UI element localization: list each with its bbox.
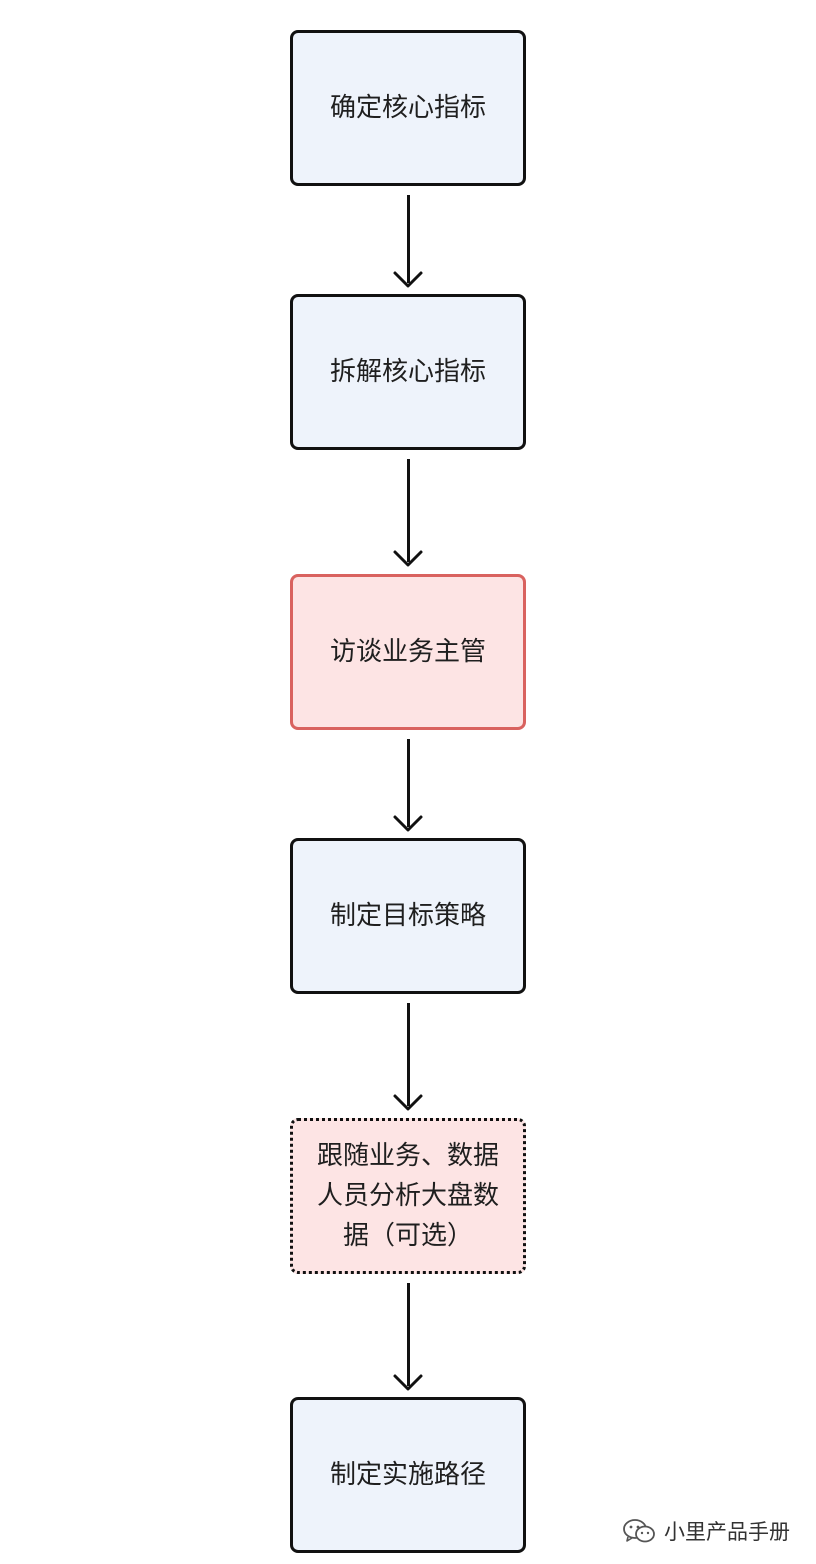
watermark-text: 小里产品手册 xyxy=(664,1520,790,1544)
node-label: 制定实施路径 xyxy=(329,1460,486,1490)
node-confirm-core-metric: 确定核心指标 xyxy=(290,30,526,186)
arrowhead-icon xyxy=(393,550,423,567)
arrowhead-icon xyxy=(393,1094,423,1111)
arrowhead-icon xyxy=(393,1374,423,1391)
node-set-target-strategy: 制定目标策略 xyxy=(290,838,526,994)
node-decompose-core-metric: 拆解核心指标 xyxy=(290,294,526,450)
node-label: 访谈业务主管 xyxy=(329,637,486,667)
arrowhead-icon xyxy=(393,271,423,288)
node-label: 跟随业务、数据人员分析大盘数据（可选） xyxy=(316,1141,499,1251)
node-label: 制定目标策略 xyxy=(329,901,486,931)
arrowhead-icon xyxy=(393,815,423,832)
node-label: 确定核心指标 xyxy=(329,93,486,123)
node-set-implementation-path: 制定实施路径 xyxy=(290,1397,526,1553)
watermark: 小里产品手册 xyxy=(622,1516,790,1546)
node-label: 拆解核心指标 xyxy=(329,357,486,387)
node-analyze-dashboard-optional: 跟随业务、数据人员分析大盘数据（可选） xyxy=(290,1118,526,1274)
wechat-icon xyxy=(623,1519,655,1543)
node-interview-supervisor: 访谈业务主管 xyxy=(290,574,526,730)
